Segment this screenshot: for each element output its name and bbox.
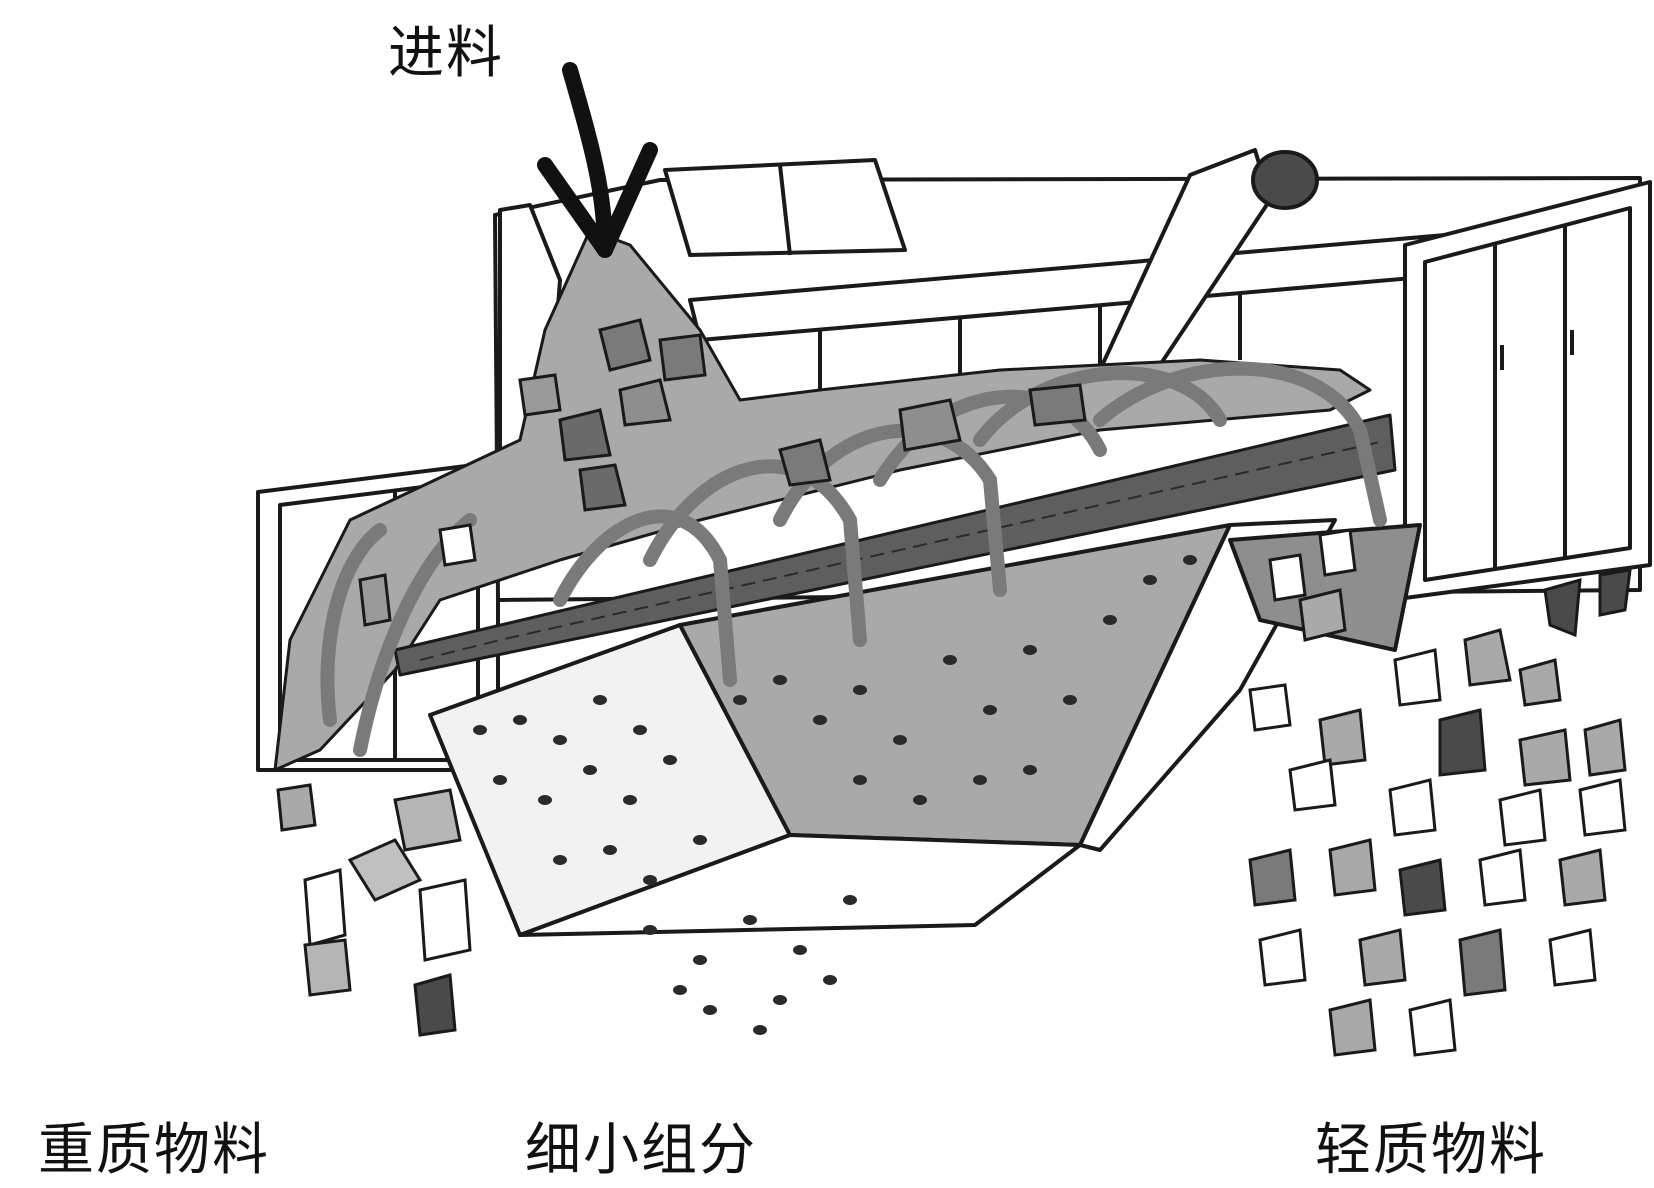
right-end-cabinet	[1403, 180, 1652, 600]
fine-component-label: 细小组分	[525, 1118, 757, 1183]
heavy-material-label: 重质物料	[38, 1118, 270, 1183]
material-chunks	[358, 318, 1087, 627]
heavy-material-pile	[276, 783, 472, 1037]
fine-particles	[473, 555, 1197, 1035]
material-bed	[273, 228, 1372, 772]
drive-motor	[1098, 148, 1319, 382]
fines-hopper-right	[678, 518, 1422, 852]
feed-arrow	[537, 62, 658, 258]
light-material-pile	[1248, 528, 1632, 1057]
bottom-trough	[518, 833, 1082, 937]
feed-label: 进料	[388, 21, 504, 86]
screen-deck	[393, 413, 1397, 677]
light-material-label: 轻质物料	[1315, 1118, 1547, 1183]
